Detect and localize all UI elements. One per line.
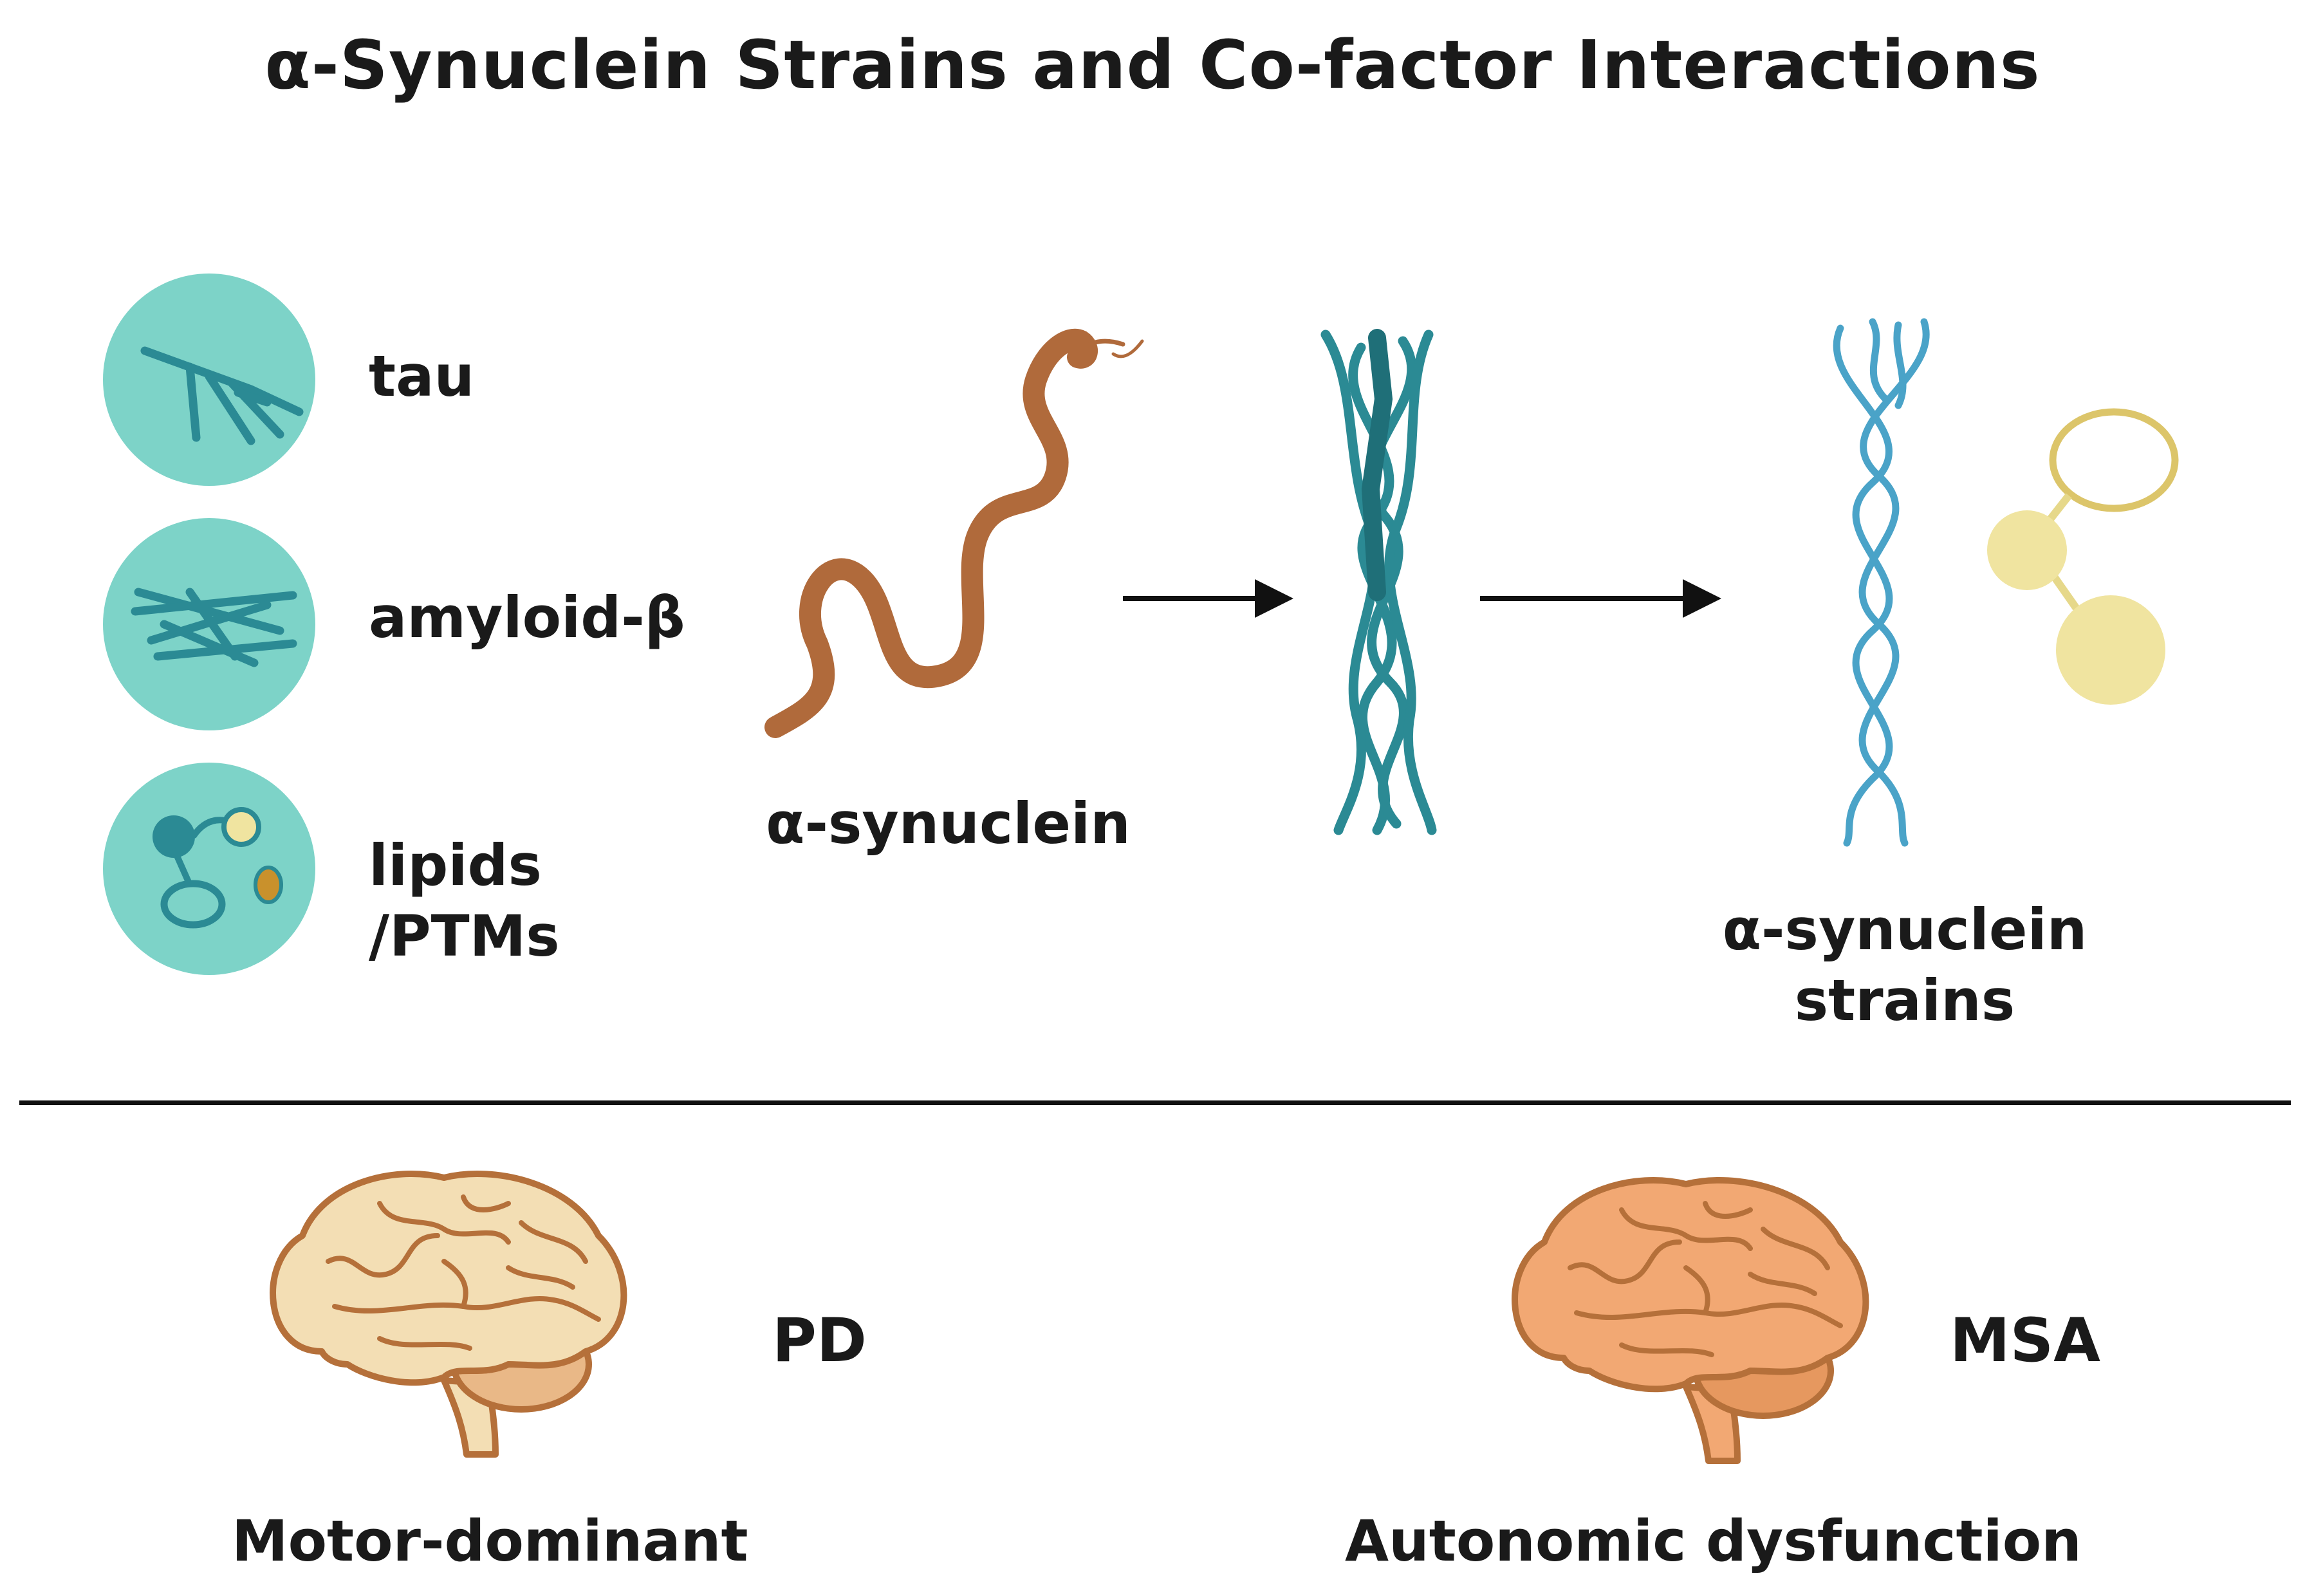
alpha-synuclein-fibril-icon	[1320, 329, 1437, 835]
cofactor-label-lipids-ptms: lipids /PTMs	[369, 832, 560, 969]
alpha-synuclein-strain-icon	[1833, 318, 1930, 847]
arrow-right-icon	[1480, 579, 1721, 618]
arrow-right-icon	[1123, 579, 1293, 618]
cofactor-beads-icon	[1987, 408, 2179, 705]
phenotype-label-pd: Motor-dominant	[232, 1508, 748, 1574]
monomer-label: α-synuclein	[766, 790, 1131, 857]
tau-filaments-icon	[103, 274, 315, 486]
phenotype-label-msa: Autonomic dysfunction	[1345, 1508, 2082, 1574]
disease-abbr-msa: MSA	[1950, 1306, 2100, 1376]
section-divider	[19, 1100, 2291, 1105]
strains-label: α-synuclein strains	[1722, 896, 2087, 1034]
alpha-synuclein-monomer-icon	[764, 328, 1144, 738]
cofactor-label-amyloid-beta: amyloid-β	[369, 584, 685, 651]
lipids-ptms-icon	[103, 763, 315, 975]
cofactor-label-tau: tau	[369, 343, 475, 409]
disease-abbr-pd: PD	[772, 1306, 867, 1376]
brain-icon	[270, 1171, 627, 1458]
diagram-title: α-Synuclein Strains and Co-factor Intera…	[264, 26, 2041, 104]
brain-icon	[1512, 1177, 1869, 1464]
amyloid-beta-fibrils-icon	[103, 518, 315, 730]
